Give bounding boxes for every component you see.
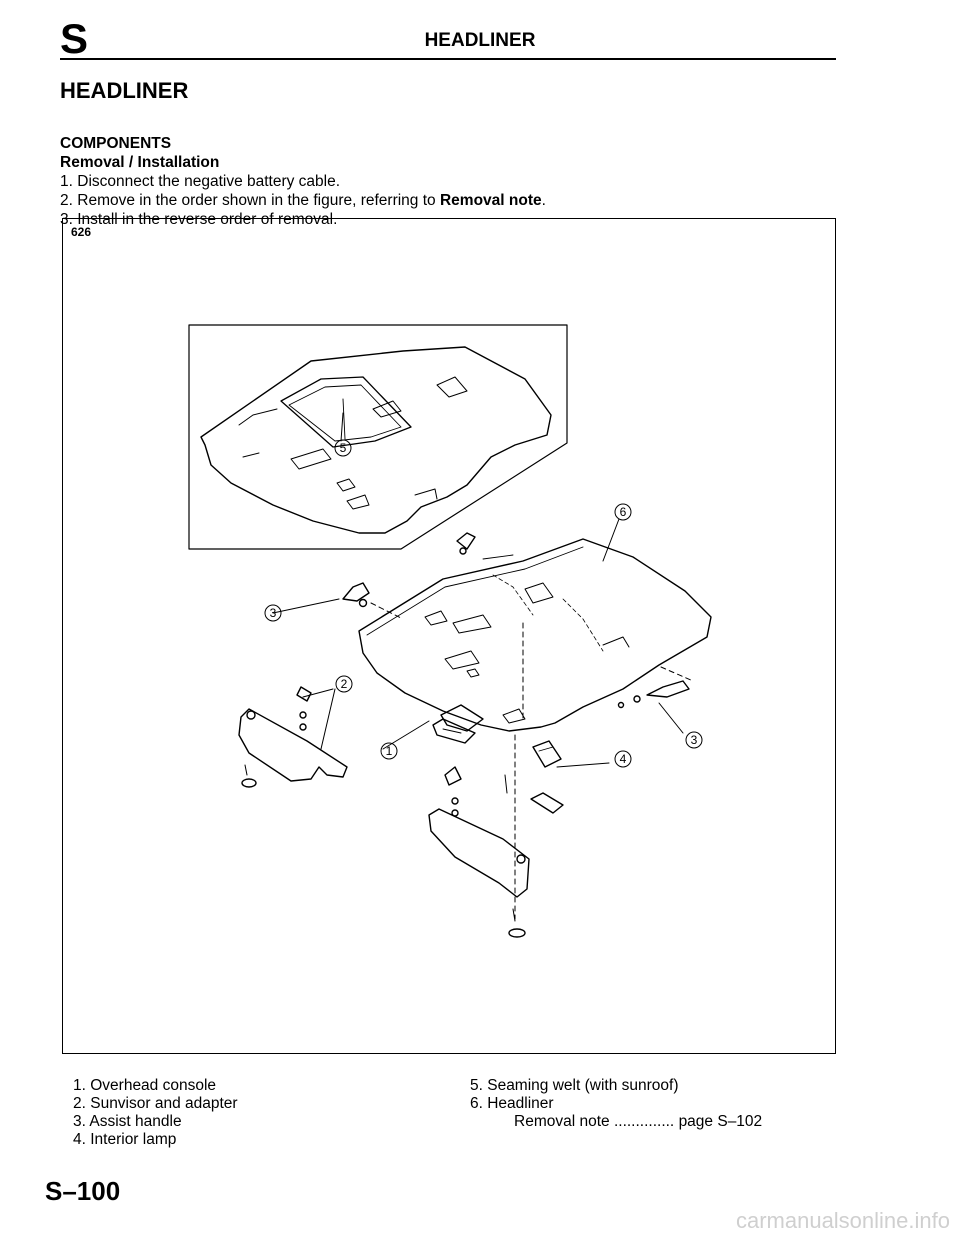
- step-2-num: 2.: [60, 192, 73, 209]
- callouts: 1 2 3 3 4 5 6: [264, 439, 703, 768]
- page-header-title: HEADLINER: [424, 30, 536, 51]
- assist-handle-left: [342, 532, 476, 608]
- legend-item-1: 1. Overhead console: [73, 1077, 217, 1094]
- svg-text:3: 3: [691, 733, 698, 747]
- callout-2: 2: [335, 675, 353, 693]
- legend-item-5: 5. Seaming welt (with sunroof): [470, 1077, 679, 1094]
- svg-text:6: 6: [620, 505, 627, 519]
- header-rule: [60, 58, 836, 60]
- removal-installation-heading: Removal / Installation: [60, 154, 220, 171]
- step-1: 1. Disconnect the negative battery cable…: [60, 172, 546, 191]
- components-heading: COMPONENTS: [60, 135, 172, 152]
- headliner-main: [358, 538, 712, 732]
- svg-text:5: 5: [340, 441, 347, 455]
- step-3-num: 3.: [60, 211, 73, 228]
- step-1-text: Disconnect the negative battery cable.: [77, 173, 341, 190]
- interior-lamp: [504, 740, 564, 814]
- sunroof-inset: [188, 324, 568, 550]
- headliner-diagram: 1 2 3 3 4 5 6: [188, 324, 712, 938]
- step-2-suffix: .: [541, 192, 546, 209]
- legend-item-6: 6. Headliner: [470, 1095, 554, 1112]
- removal-note-label: Removal note: [514, 1113, 610, 1130]
- svg-text:4: 4: [620, 752, 627, 766]
- callout-5: 5: [334, 439, 352, 457]
- step-1-num: 1.: [60, 173, 73, 190]
- step-3: 3. Install in the reverse order of remov…: [60, 210, 546, 229]
- callout-3-right: 3: [685, 731, 703, 749]
- svg-text:3: 3: [270, 606, 277, 620]
- overhead-console: [432, 704, 484, 744]
- callout-1: 1: [380, 742, 398, 760]
- legend-left: 1. Overhead console 2. Sunvisor and adap…: [73, 1077, 238, 1149]
- callout-4: 4: [614, 750, 632, 768]
- legend-item-4: 4. Interior lamp: [73, 1131, 177, 1148]
- intro-block: COMPONENTS Removal / Installation 1. Dis…: [60, 134, 546, 229]
- step-3-text: Install in the reverse order of removal.: [77, 211, 338, 228]
- assist-handle-right: [617, 680, 690, 709]
- inset-headliner-outline: [200, 346, 552, 534]
- legend-item-3: 3. Assist handle: [73, 1113, 182, 1130]
- step-2-text: Remove in the order shown in the figure,…: [77, 192, 440, 209]
- sunroof-opening: [280, 376, 412, 448]
- assembly-lines: [370, 602, 694, 920]
- callout-3-left: 3: [264, 604, 282, 622]
- section-letter: S: [60, 15, 89, 62]
- svg-text:1: 1: [386, 744, 393, 758]
- legend-item-2: 2. Sunvisor and adapter: [73, 1095, 238, 1112]
- dot-leader: ..............: [613, 1113, 675, 1130]
- svg-text:2: 2: [341, 677, 348, 691]
- step-2: 2. Remove in the order shown in the figu…: [60, 191, 546, 210]
- removal-note-reference: Removal note .............. page S–102: [470, 1113, 762, 1131]
- exploded-view-figure: 626: [62, 218, 836, 1054]
- watermark: carmanualsonline.info: [735, 1208, 950, 1233]
- callout-6: 6: [614, 503, 632, 521]
- leader-lines: [272, 412, 684, 768]
- removal-note-ref: Removal note: [439, 192, 542, 209]
- legend-right: 5. Seaming welt (with sunroof) 6. Headli…: [470, 1077, 762, 1131]
- model-label: 626: [71, 225, 92, 239]
- page-number: S–100: [45, 1176, 121, 1206]
- removal-note-page: page S–102: [678, 1113, 763, 1130]
- sunvisor-right: [428, 766, 530, 938]
- sunvisor-left: [238, 686, 348, 788]
- section-title: HEADLINER: [60, 78, 189, 103]
